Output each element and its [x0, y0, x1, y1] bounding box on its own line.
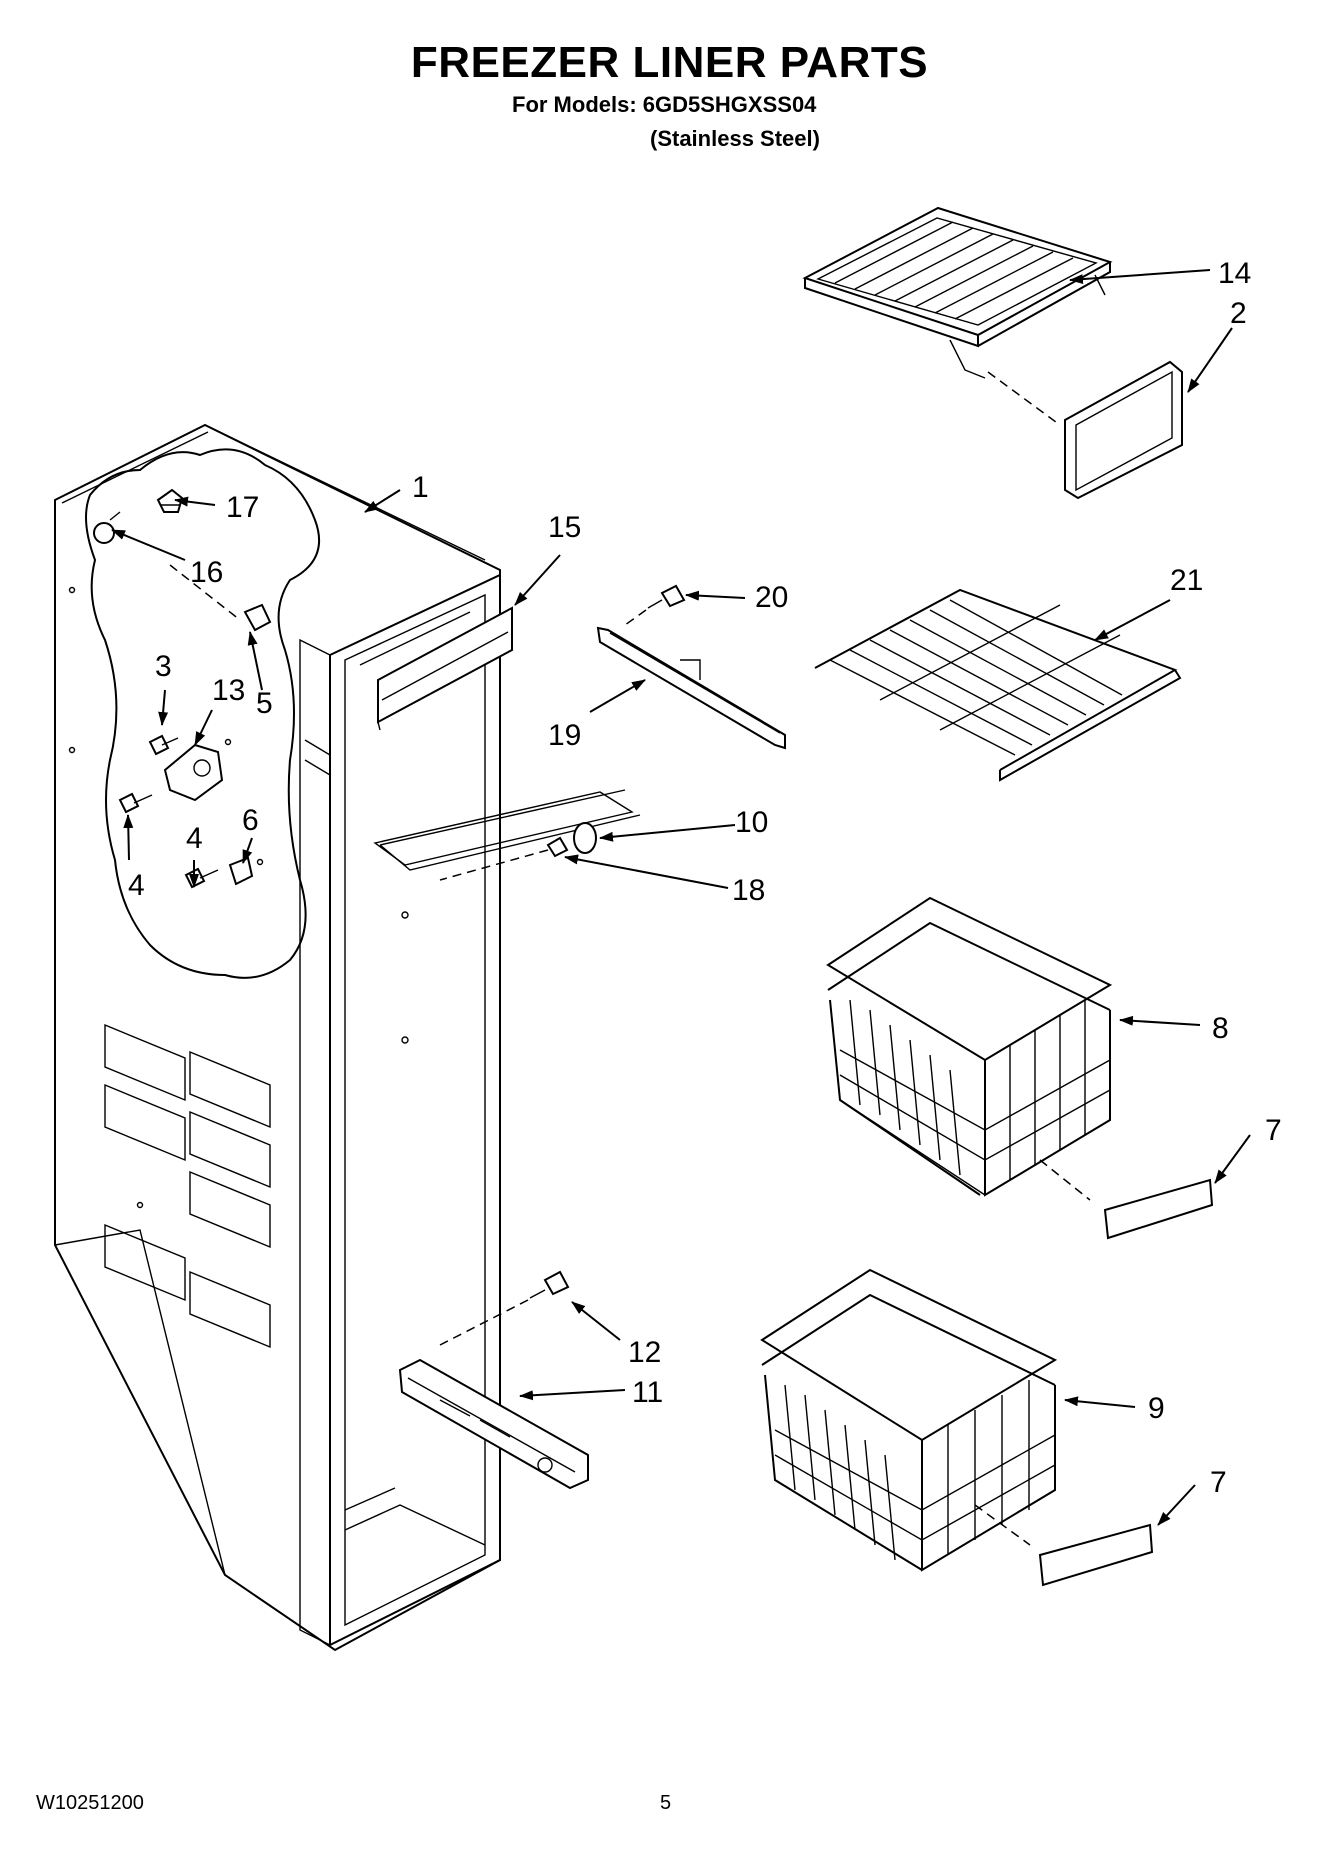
finish-line: (Stainless Steel) — [650, 126, 820, 151]
part-2-shelf-trim — [987, 360, 1183, 500]
callout-7a: 7 — [1265, 1114, 1282, 1147]
part-20-screw — [624, 584, 686, 626]
callout-7b: 7 — [1210, 1466, 1227, 1499]
callout-16: 16 — [190, 556, 223, 589]
part-21-wire-shelf — [814, 588, 1182, 782]
callout-12: 12 — [628, 1336, 661, 1369]
part-10-slide-pad — [373, 791, 634, 866]
page-title: FREEZER LINER PARTS — [410, 38, 929, 87]
callout-10: 10 — [735, 806, 768, 839]
callout-labels: 14 2 1 17 15 16 21 20 3 13 5 19 6 4 10 4… — [128, 257, 1282, 1499]
part-4-screw-a — [118, 792, 153, 814]
part-9-basket — [760, 1268, 1058, 1572]
callout-3: 3 — [155, 650, 172, 683]
part-8-basket — [826, 896, 1113, 1197]
callout-19: 19 — [548, 719, 581, 752]
callout-1: 1 — [412, 471, 429, 504]
models-line: For Models: 6GD5SHGXSS04 — [512, 92, 817, 117]
callout-4b: 4 — [186, 822, 203, 855]
callout-8: 8 — [1212, 1012, 1229, 1045]
callout-9: 9 — [1148, 1392, 1165, 1425]
part-5-bracket — [169, 564, 272, 632]
page-number: 5 — [660, 1792, 672, 1814]
part-3-screw — [148, 734, 179, 756]
part-16-bulb — [93, 511, 121, 544]
part-4-screw-b — [184, 867, 219, 889]
callout-15: 15 — [548, 511, 581, 544]
callout-18: 18 — [732, 874, 765, 907]
callout-5: 5 — [256, 687, 273, 720]
freezer-liner-cabinet — [54, 423, 641, 1652]
callout-13: 13 — [212, 674, 245, 707]
callout-21: 21 — [1170, 564, 1203, 597]
part-6-clip — [228, 856, 264, 886]
callout-6: 6 — [242, 804, 259, 837]
callout-14: 14 — [1218, 257, 1251, 290]
part-18-screw — [439, 836, 569, 881]
part-15-duct-cover — [377, 606, 513, 731]
callout-11: 11 — [632, 1376, 663, 1409]
leader-lines — [111, 269, 1251, 1526]
part-14-shelf — [802, 206, 1113, 379]
document-number: W10251200 — [36, 1792, 144, 1814]
part-7-basket-trim-b — [974, 1504, 1154, 1587]
part-7-basket-trim-a — [1039, 1159, 1214, 1240]
part-12-screw — [439, 1270, 570, 1346]
callout-2: 2 — [1230, 297, 1247, 330]
part-13-damper — [163, 738, 232, 802]
callout-20: 20 — [755, 581, 788, 614]
callout-17: 17 — [226, 491, 259, 524]
callout-4a: 4 — [128, 869, 145, 902]
part-11-lower-trim — [398, 1358, 589, 1490]
part-19-shelf-rail — [596, 626, 786, 750]
